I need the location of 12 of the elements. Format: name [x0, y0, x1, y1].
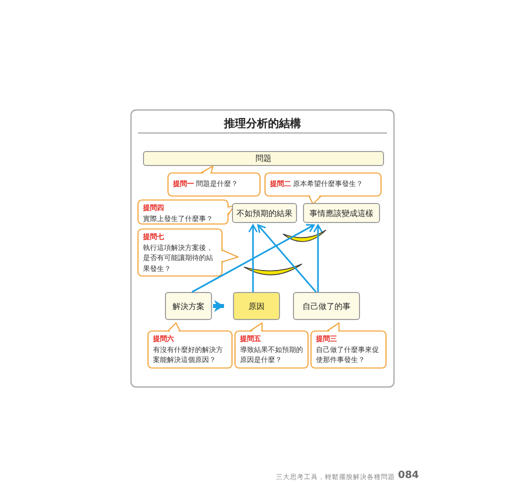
concept-box: 自己做了的事 — [293, 292, 360, 320]
diagram-title: 推理分析的結構 — [222, 116, 302, 131]
concept-box: 原因 — [233, 292, 280, 320]
concept-box: 不如預期的結果 — [232, 203, 297, 223]
problem-band: 問題 — [143, 151, 384, 166]
page-number: 084 — [398, 470, 419, 481]
arrow — [257, 224, 317, 293]
arrow — [213, 300, 224, 312]
concept-box: 解決方案 — [165, 292, 212, 320]
arrow — [313, 224, 323, 292]
concept-box: 事情應該變成這樣 — [303, 203, 380, 223]
arrow — [248, 224, 258, 292]
